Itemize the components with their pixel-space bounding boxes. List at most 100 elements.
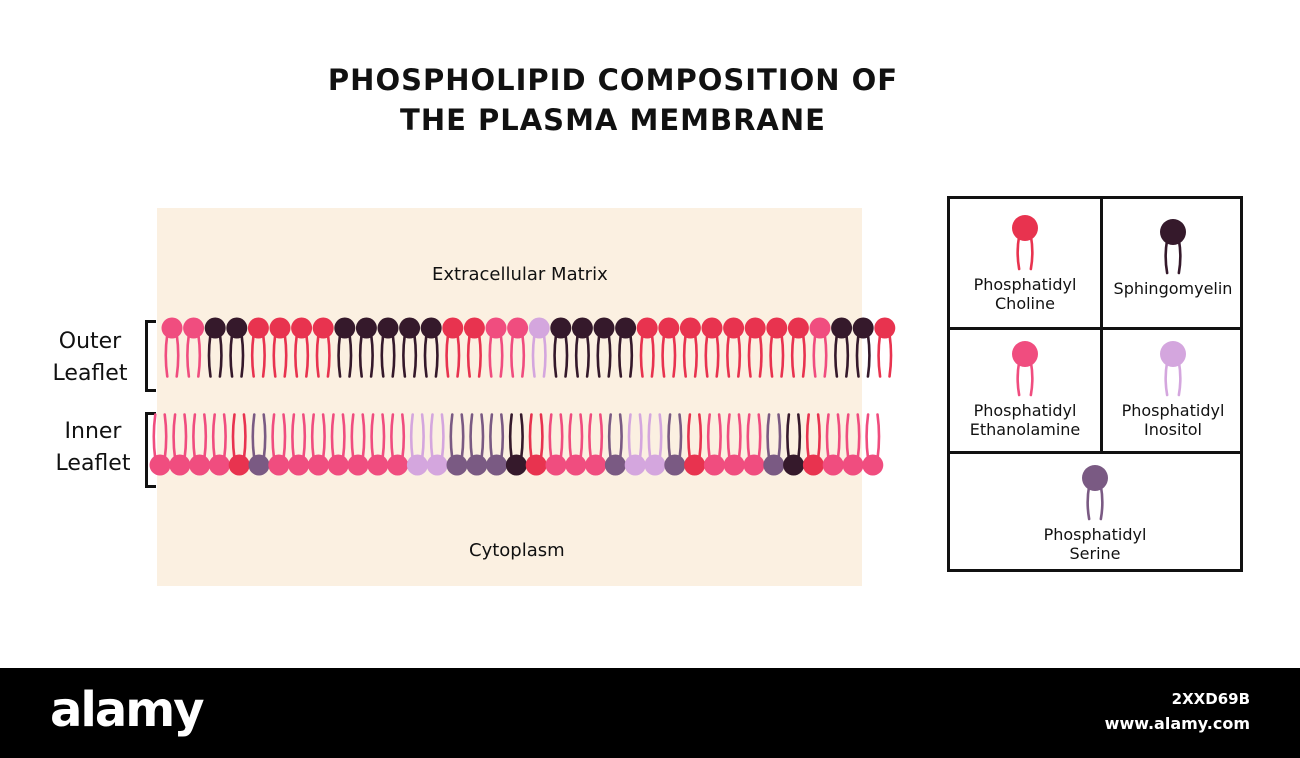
membrane-panel: Extracellular Matrix Cytoplasm [157, 208, 862, 586]
inner-lipid-ethanolamine [288, 413, 310, 476]
inner-lipid-serine [446, 413, 468, 476]
inner-lipid-ethanolamine [268, 413, 290, 476]
outer-lipid-sphingomyelin [831, 317, 853, 378]
inner-lipid-inositol [406, 413, 428, 476]
inner-lipid-serine [248, 413, 270, 476]
outer-lipid-ethanolamine [485, 317, 507, 378]
inner-lipid-serine [486, 413, 508, 476]
legend-phosphatidyl-inositol: Phosphatidyl Inositol [1100, 339, 1246, 439]
alamy-logo: alamy [50, 682, 205, 738]
lipid-pc-icon [1012, 215, 1038, 271]
lipid-glyph [1012, 215, 1038, 271]
inner-lipid-inositol [644, 413, 666, 476]
outer-lipid-choline [787, 317, 809, 378]
outer-lipid-choline [463, 317, 485, 378]
outer-lipid-sphingomyelin [355, 317, 377, 378]
outer-lipid-ethanolamine [183, 317, 205, 378]
outer-lipid-sphingomyelin [204, 317, 226, 378]
inner-lipid-ethanolamine [208, 413, 230, 476]
inner-lipid-choline [684, 413, 706, 476]
legend-phosphatidyl-choline: Phosphatidyl Choline [950, 213, 1100, 313]
outer-lipid-sphingomyelin [615, 317, 637, 378]
lipid-glyph [1160, 341, 1186, 397]
inner-lipid-ethanolamine [189, 413, 211, 476]
inner-lipid-sphingomyelin [783, 413, 805, 476]
inner-lipid-ethanolamine [545, 413, 567, 476]
outer-leaflet-bracket [145, 320, 156, 392]
inner-lipid-ethanolamine [862, 413, 884, 476]
outer-lipid-sphingomyelin [593, 317, 615, 378]
outer-leaflet-label: Outer Leaflet [52, 329, 128, 386]
outer-lipid-choline [291, 317, 313, 378]
inner-lipid-ethanolamine [743, 413, 765, 476]
outer-lipid-sphingomyelin [334, 317, 356, 378]
legend-phosphatidyl-ethanolamine: Phosphatidyl Ethanolamine [950, 339, 1100, 439]
cytoplasm-label: Cytoplasm [469, 540, 565, 561]
outer-lipid-ethanolamine [507, 317, 529, 378]
legend-phosphatidyl-serine: Phosphatidyl Serine [950, 463, 1240, 563]
lipid-pi-icon [1160, 341, 1186, 397]
inner-lipid-ethanolamine [723, 413, 745, 476]
inner-lipid-ethanolamine [585, 413, 607, 476]
outer-lipid-choline [247, 317, 269, 378]
inner-lipid-inositol [624, 413, 646, 476]
outer-lipid-sphingomyelin [377, 317, 399, 378]
image-code: 2XXD69B [1171, 690, 1250, 708]
outer-lipid-choline [701, 317, 723, 378]
inner-lipid-ethanolamine [149, 413, 171, 476]
legend-box: Phosphatidyl Choline Sphingomyelin Phosp… [947, 196, 1243, 572]
inner-lipid-inositol [426, 413, 448, 476]
lipid-glyph [1082, 465, 1108, 521]
title-line-1: PHOSPHOLIPID COMPOSITION OF [327, 63, 899, 97]
inner-lipid-ethanolamine [565, 413, 587, 476]
inner-lipid-ethanolamine [822, 413, 844, 476]
outer-lipid-sphingomyelin [399, 317, 421, 378]
outer-lipid-sphingomyelin [226, 317, 248, 378]
outer-lipid-sphingomyelin [420, 317, 442, 378]
inner-lipid-ethanolamine [169, 413, 191, 476]
inner-lipid-serine [763, 413, 785, 476]
outer-lipid-ethanolamine [809, 317, 831, 378]
inner-lipid-ethanolamine [387, 413, 409, 476]
inner-lipid-sphingomyelin [505, 413, 527, 476]
legend-sphingomyelin: Sphingomyelin [1100, 217, 1246, 298]
inner-lipid-ethanolamine [842, 413, 864, 476]
inner-lipid-serine [604, 413, 626, 476]
inner-lipid-ethanolamine [703, 413, 725, 476]
phospholipid-bilayer [149, 317, 896, 476]
inner-lipid-serine [466, 413, 488, 476]
inner-lipid-ethanolamine [307, 413, 329, 476]
lipid-sm-icon [1160, 219, 1186, 275]
site-url: www.alamy.com [1104, 714, 1250, 733]
outer-lipid-sphingomyelin [550, 317, 572, 378]
lipid-pe-icon [1012, 341, 1038, 397]
inner-lipid-choline [228, 413, 250, 476]
outer-lipid-choline [442, 317, 464, 378]
inner-lipid-ethanolamine [367, 413, 389, 476]
lipid-ps-icon [1082, 465, 1108, 521]
outer-lipid-choline [766, 317, 788, 378]
outer-lipid-choline [658, 317, 680, 378]
inner-leaflet-label: Inner Leaflet [55, 419, 131, 476]
extracellular-matrix-label: Extracellular Matrix [432, 264, 608, 285]
outer-lipid-sphingomyelin [571, 317, 593, 378]
title-line-2: THE PLASMA MEMBRANE [400, 103, 826, 137]
outer-lipid-sphingomyelin [852, 317, 874, 378]
outer-lipid-choline [723, 317, 745, 378]
outer-lipid-inositol [528, 317, 550, 378]
diagram-title: PHOSPHOLIPID COMPOSITION OF THE PLASMA M… [300, 60, 926, 140]
lipid-glyph [1012, 341, 1038, 397]
inner-leaflet-bracket [145, 412, 156, 488]
inner-lipid-ethanolamine [327, 413, 349, 476]
outer-lipid-choline [312, 317, 334, 378]
inner-lipid-serine [664, 413, 686, 476]
outer-lipid-choline [744, 317, 766, 378]
lipid-glyph [1160, 219, 1186, 275]
outer-lipid-ethanolamine [161, 317, 183, 378]
outer-lipid-choline [269, 317, 291, 378]
outer-lipid-choline [874, 317, 896, 378]
outer-lipid-choline [679, 317, 701, 378]
inner-lipid-choline [802, 413, 824, 476]
outer-lipid-choline [636, 317, 658, 378]
inner-lipid-ethanolamine [347, 413, 369, 476]
